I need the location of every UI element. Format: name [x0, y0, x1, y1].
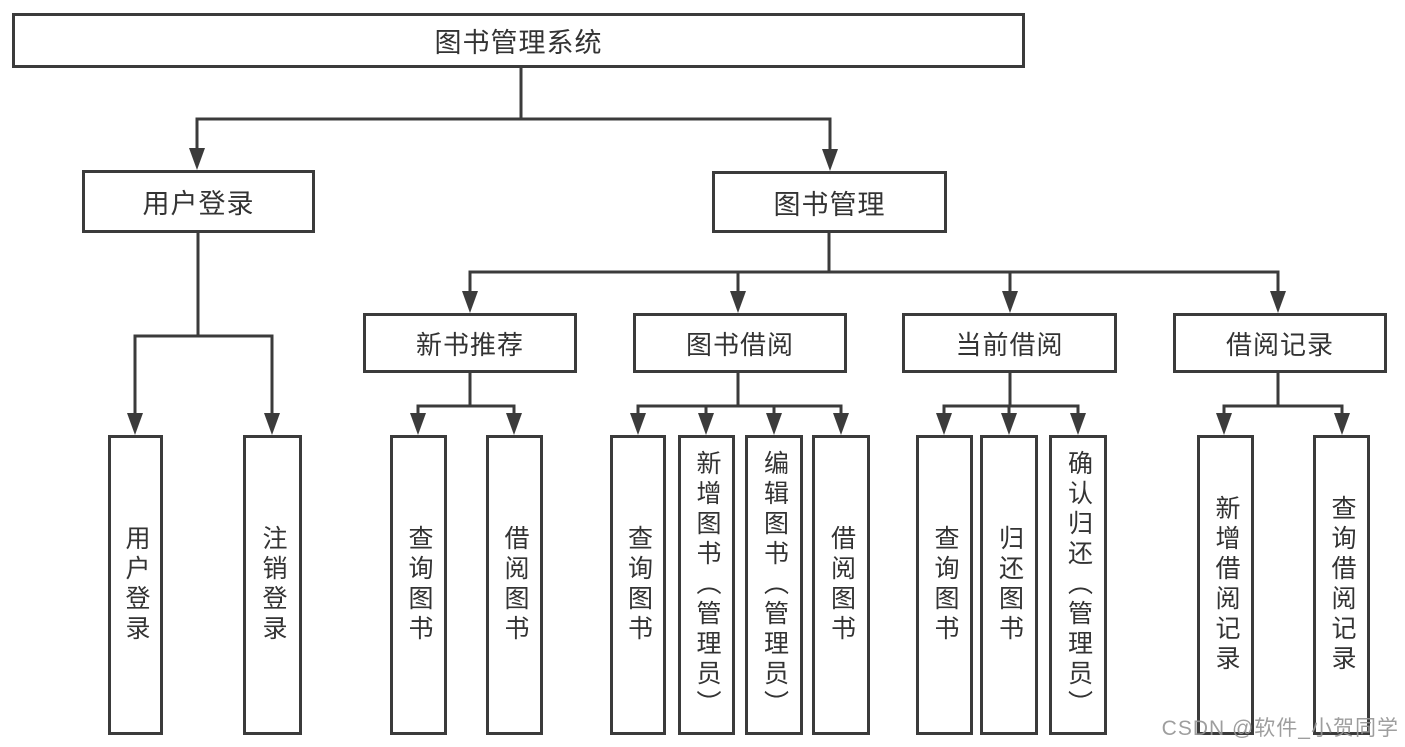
node-confirm-return-admin: 确认归还（管理员）: [1049, 435, 1107, 735]
connector-new-book-recommend-children: [410, 371, 522, 435]
node-add-books-admin: 新增图书（管理员）: [678, 435, 735, 735]
connector-user-login-children: [127, 231, 280, 435]
node-borrow-books-recommend: 借阅图书: [486, 435, 543, 735]
node-query-borrow-record: 查询借阅记录: [1313, 435, 1370, 735]
node-user-login-leaf: 用户登录: [108, 435, 163, 735]
node-user-login: 用户登录: [82, 170, 315, 233]
node-logout-leaf: 注销登录: [243, 435, 302, 735]
connector-root-to-level2: [189, 66, 838, 171]
node-new-book-recommend: 新书推荐: [363, 313, 577, 373]
node-query-books-borrowing: 查询图书: [610, 435, 666, 735]
connector-current-borrowing-children: [936, 371, 1086, 435]
node-borrowing-records: 借阅记录: [1173, 313, 1387, 373]
node-return-books: 归还图书: [980, 435, 1038, 735]
node-borrow-books-leaf: 借阅图书: [812, 435, 870, 735]
csdn-watermark: CSDN @软件_小贺同学: [1161, 717, 1399, 740]
connector-book-management-children: [462, 231, 1286, 313]
node-library-management-system: 图书管理系统: [12, 13, 1025, 68]
node-add-borrow-record: 新增借阅记录: [1197, 435, 1254, 735]
node-book-borrowing: 图书借阅: [633, 313, 847, 373]
node-book-management: 图书管理: [712, 171, 947, 233]
node-query-books-current: 查询图书: [916, 435, 973, 735]
node-current-borrowing: 当前借阅: [902, 313, 1117, 373]
node-edit-books-admin: 编辑图书（管理员）: [745, 435, 803, 735]
node-query-books-recommend: 查询图书: [390, 435, 447, 735]
connector-book-borrowing-children: [630, 371, 849, 435]
connector-borrowing-records-children: [1216, 371, 1350, 435]
